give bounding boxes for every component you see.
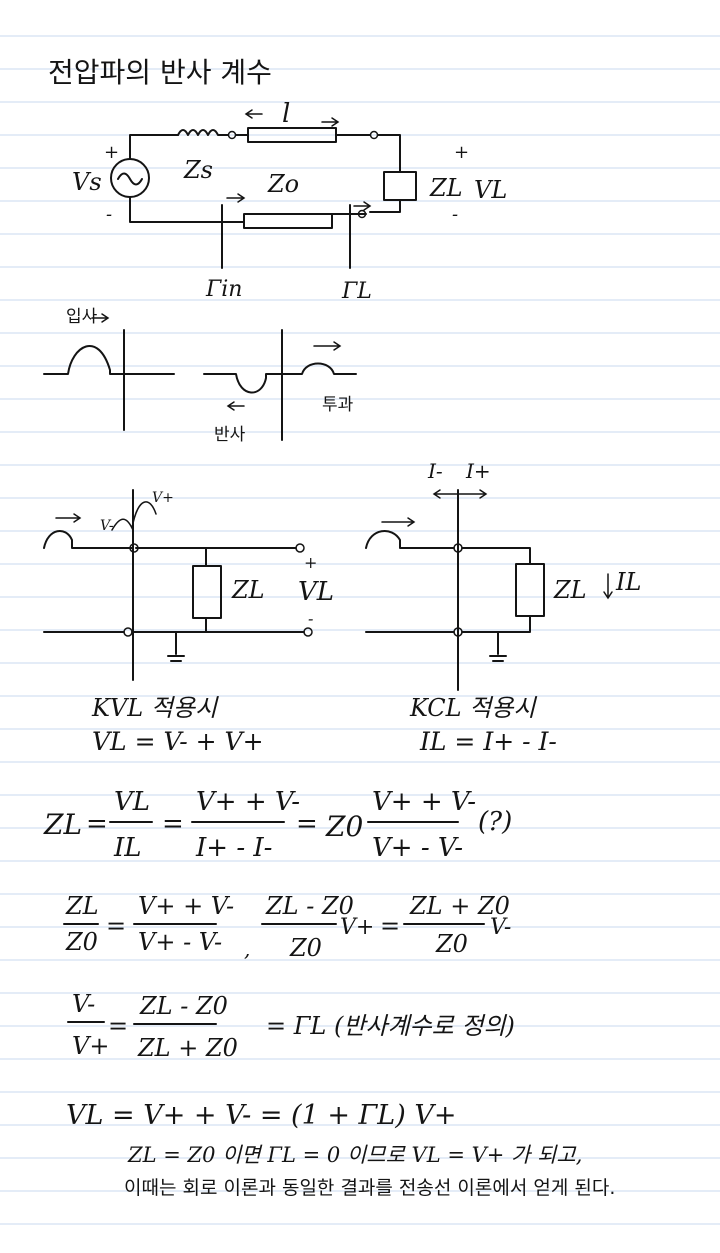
ruled-lines	[0, 35, 720, 1225]
kcl-caption: KCL 적용시	[409, 694, 537, 722]
eq1-coef: Z0	[325, 810, 363, 843]
eq4-line3: 이때는 회로 이론과 동일한 결과를 전송선 이론에서 얻게 된다.	[124, 1177, 615, 1199]
eq2-f3-den: Z0	[289, 934, 322, 962]
line-impedance-label: Zo	[267, 170, 299, 198]
equation-1: ZL = VL IL = V+ + V- I+ - I- = Z0 V+ + V…	[43, 787, 512, 863]
kvl-load-label: ZL	[231, 576, 265, 604]
source-impedance-symbol	[177, 129, 229, 136]
page-title: 전압파의 반사 계수	[48, 56, 272, 89]
eq2-f4-den: Z0	[435, 930, 468, 958]
svg-text:,: ,	[244, 937, 250, 961]
eq1-f3-num: V+ + V-	[372, 787, 476, 817]
eq1-lhs: ZL	[43, 808, 82, 841]
kvl-minus: -	[308, 609, 313, 628]
source-minus: -	[106, 204, 112, 225]
eq2-f2-num: V+ + V-	[138, 892, 234, 920]
eq2-f4-num: ZL + Z0	[409, 892, 510, 920]
gamma-in-label: Γin	[205, 277, 242, 302]
eq3-f1-num: V-	[72, 990, 95, 1018]
transmission-line-circuit	[110, 109, 417, 269]
svg-text:=: =	[106, 912, 126, 940]
gamma-load-label: ΓL	[341, 279, 372, 304]
kvl-caption: KVL 적용시	[91, 694, 219, 722]
kcl-load-label: ZL	[553, 576, 587, 604]
equation-2: ZL Z0 = V+ + V- V+ - V- , ZL - Z0 Z0 V+ …	[63, 892, 511, 962]
kvl-vplus-label: V+	[152, 490, 174, 506]
svg-text:V+: V+	[340, 915, 374, 940]
kcl-circuit	[365, 489, 613, 691]
eq2-f2-den: V+ - V-	[138, 928, 222, 956]
eq3-f1-den: V+	[72, 1032, 109, 1060]
svg-text:V-: V-	[490, 915, 511, 940]
eq4-line1: VL = V+ + V- = (1 + ΓL) V+	[66, 1100, 456, 1131]
load-minus: -	[452, 204, 458, 225]
kcl-iplus-label: I+	[465, 459, 491, 483]
kcl-load-current: IL	[615, 568, 641, 596]
eq2-f3-num: ZL - Z0	[265, 892, 354, 920]
eq2-f1-den: Z0	[65, 928, 98, 956]
eq1-f1-den: IL	[113, 833, 142, 863]
equation-3: V- V+ = ZL - Z0 ZL + Z0 = ΓL (반사계수로 정의)	[67, 990, 515, 1062]
eq1-f2-num: V+ + V-	[196, 787, 300, 817]
source-impedance-label: Zs	[183, 156, 213, 184]
reflected-label: 반사	[214, 425, 246, 445]
kvl-plus: +	[304, 553, 317, 572]
svg-text:=: =	[108, 1012, 128, 1040]
load-impedance-label: ZL	[429, 174, 463, 202]
kvl-vminus-label: V-	[100, 518, 114, 534]
svg-text:=: =	[86, 809, 108, 839]
load-plus: +	[454, 142, 469, 163]
wave-sketches	[43, 313, 357, 441]
source-plus: +	[104, 142, 119, 163]
length-label: l	[282, 99, 290, 129]
kcl-equation: IL = I+ - I-	[419, 727, 557, 756]
source-voltage-label: Vs	[72, 168, 102, 196]
eq1-f1-num: VL	[114, 787, 150, 817]
kvl-equation: VL = V- + V+	[92, 727, 264, 756]
kvl-circuit	[43, 489, 313, 681]
eq3-result: = ΓL (반사계수로 정의)	[266, 1012, 515, 1040]
eq1-f2-den: I+ - I-	[195, 833, 272, 863]
incident-label: 입사	[66, 307, 98, 327]
kvl-load-voltage: VL	[298, 577, 334, 607]
eq3-f2-den: ZL + Z0	[137, 1034, 238, 1062]
eq1-f3-den: V+ - V-	[372, 833, 463, 863]
svg-text:=: =	[162, 809, 184, 839]
kcl-iminus-label: I-	[427, 459, 443, 483]
eq2-f1-num: ZL	[65, 892, 99, 920]
eq4-line2: ZL = Z0 이면 ΓL = 0 이므로 VL = V+ 가 되고,	[127, 1143, 582, 1167]
load-voltage-label: VL	[474, 176, 507, 204]
transmitted-label: 투과	[322, 395, 354, 415]
eq3-f2-num: ZL - Z0	[139, 992, 228, 1020]
svg-text:=: =	[296, 809, 318, 839]
eq1-note: (?)	[478, 807, 512, 837]
svg-text:=: =	[380, 912, 400, 940]
